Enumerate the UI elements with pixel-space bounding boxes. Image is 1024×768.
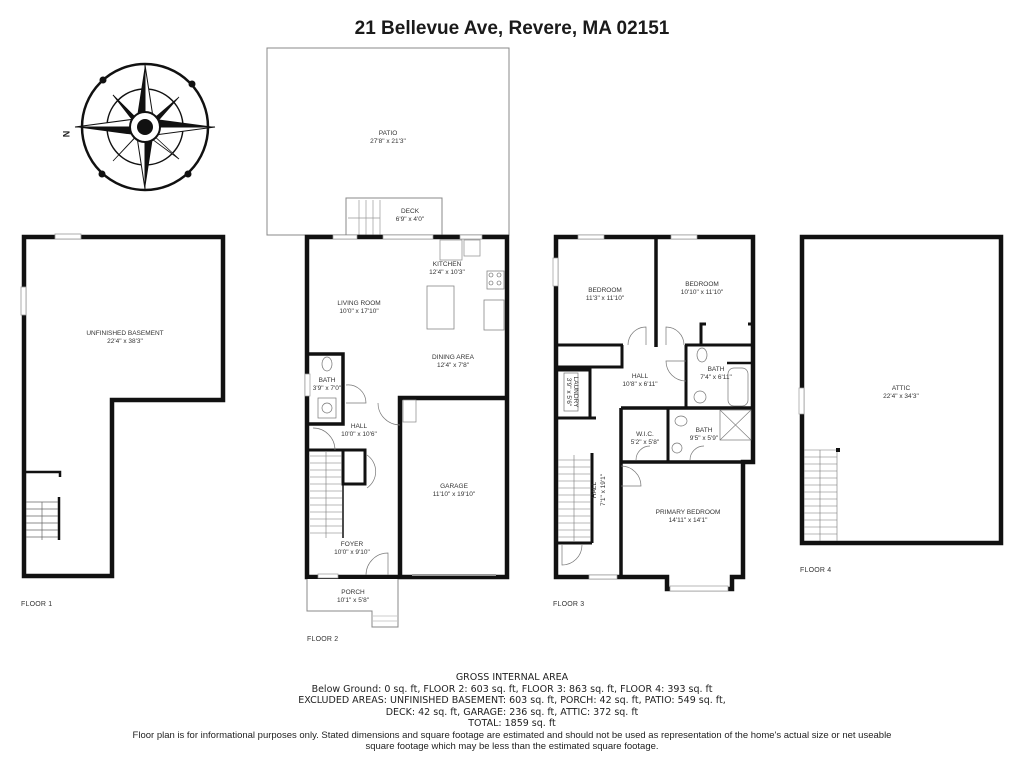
room-dim-bath-upper: 7'4" x 6'11" [700, 374, 732, 381]
room-dim-hall-floor2: 10'0" x 10'6" [341, 431, 377, 438]
room-label-hall-stair: HALL [591, 481, 598, 498]
floor-2-plan [266, 47, 510, 628]
disclaimer-line-1: Floor plan is for informational purposes… [132, 729, 892, 741]
room-label-bath-primary: BATH [696, 427, 713, 434]
room-label-laundry: LAUNDRY [572, 377, 579, 409]
floor-1-plan [20, 233, 226, 579]
room-label-unfinished-basement: UNFINISHED BASEMENT [86, 330, 163, 337]
room-label-deck: DECK [401, 208, 420, 215]
room-label-living-room: LIVING ROOM [337, 300, 380, 307]
room-dim-porch: 10'1" x 5'8" [337, 597, 370, 604]
room-label-garage: GARAGE [440, 483, 468, 490]
room-dim-wic: 5'2" x 5'8" [631, 439, 660, 446]
room-label-hall-floor2: HALL [351, 423, 368, 430]
area-total: TOTAL: 1859 sq. ft [468, 718, 556, 729]
room-dim-bedroom-2: 10'10" x 11'10" [681, 289, 724, 296]
room-dim-dining-area: 12'4" x 7'8" [437, 362, 470, 369]
room-label-foyer: FOYER [341, 541, 364, 548]
room-label-patio: PATIO [379, 130, 398, 137]
room-dim-garage: 11'10" x 19'10" [433, 491, 476, 498]
room-dim-bath-primary: 9'5" x 5'9" [690, 435, 719, 442]
room-label-hall-floor3: HALL [632, 373, 649, 380]
room-label-wic: W.I.C. [636, 431, 654, 438]
floor-3-plan [552, 234, 756, 592]
gross-area-heading: GROSS INTERNAL AREA [455, 672, 569, 683]
room-dim-hall-stair: 7'1" x 19'1" [600, 473, 607, 506]
floor-3-label: FLOOR 3 [553, 601, 585, 608]
room-label-bath-floor2: BATH [319, 377, 336, 384]
room-dim-living-room: 10'0" x 17'10" [339, 308, 379, 315]
floor-4-label: FLOOR 4 [800, 567, 832, 574]
room-label-dining-area: DINING AREA [432, 354, 475, 361]
room-dim-deck: 6'9" x 4'0" [396, 216, 425, 223]
room-label-kitchen: KITCHEN [433, 261, 462, 268]
area-line-2: EXCLUDED AREAS: UNFINISHED BASEMENT: 603… [298, 695, 726, 706]
room-label-bedroom-2: BEDROOM [685, 281, 719, 288]
area-line-3: DECK: 42 sq. ft, GARAGE: 236 sq. ft, ATT… [385, 706, 639, 718]
room-dim-bedroom-1: 11'3" x 11'10" [586, 295, 625, 302]
room-dim-foyer: 10'0" x 9'10" [334, 549, 370, 556]
room-dim-bath-floor2: 3'9" x 7'0" [313, 385, 342, 392]
floor-2-label: FLOOR 2 [307, 636, 339, 643]
compass-rose-icon [74, 62, 216, 192]
room-dim-attic: 22'4" x 34'3" [883, 393, 919, 400]
compass-north-label: N [61, 130, 72, 138]
room-dim-unfinished-basement: 22'4" x 38'3" [107, 338, 143, 345]
room-dim-patio: 27'8" x 21'3" [370, 138, 406, 145]
room-dim-laundry: 3'9" x 5'6" [565, 378, 572, 407]
room-label-porch: PORCH [341, 589, 365, 596]
room-dim-hall-floor3: 10'8" x 6'11" [622, 381, 658, 388]
floor-1-label: FLOOR 1 [21, 601, 53, 608]
room-dim-primary-bedroom: 14'11" x 14'1" [669, 517, 708, 524]
area-summary: GROSS INTERNAL AREA Below Ground: 0 sq. … [0, 672, 1024, 753]
room-label-primary-bedroom: PRIMARY BEDROOM [656, 509, 721, 516]
room-dim-kitchen: 12'4" x 10'3" [429, 269, 465, 276]
area-line-1: Below Ground: 0 sq. ft, FLOOR 2: 603 sq.… [311, 683, 713, 695]
room-label-bedroom-1: BEDROOM [588, 287, 622, 294]
room-label-bath-upper: BATH [708, 366, 725, 373]
room-labels: UNFINISHED BASEMENT 22'4" x 38'3" PATIO … [86, 130, 919, 604]
page-title: 21 Bellevue Ave, Revere, MA 02151 [354, 18, 670, 39]
disclaimer-line-2: square footage which may be less than th… [365, 741, 659, 752]
floor-4-plan [798, 234, 1004, 546]
room-label-attic: ATTIC [892, 385, 911, 392]
